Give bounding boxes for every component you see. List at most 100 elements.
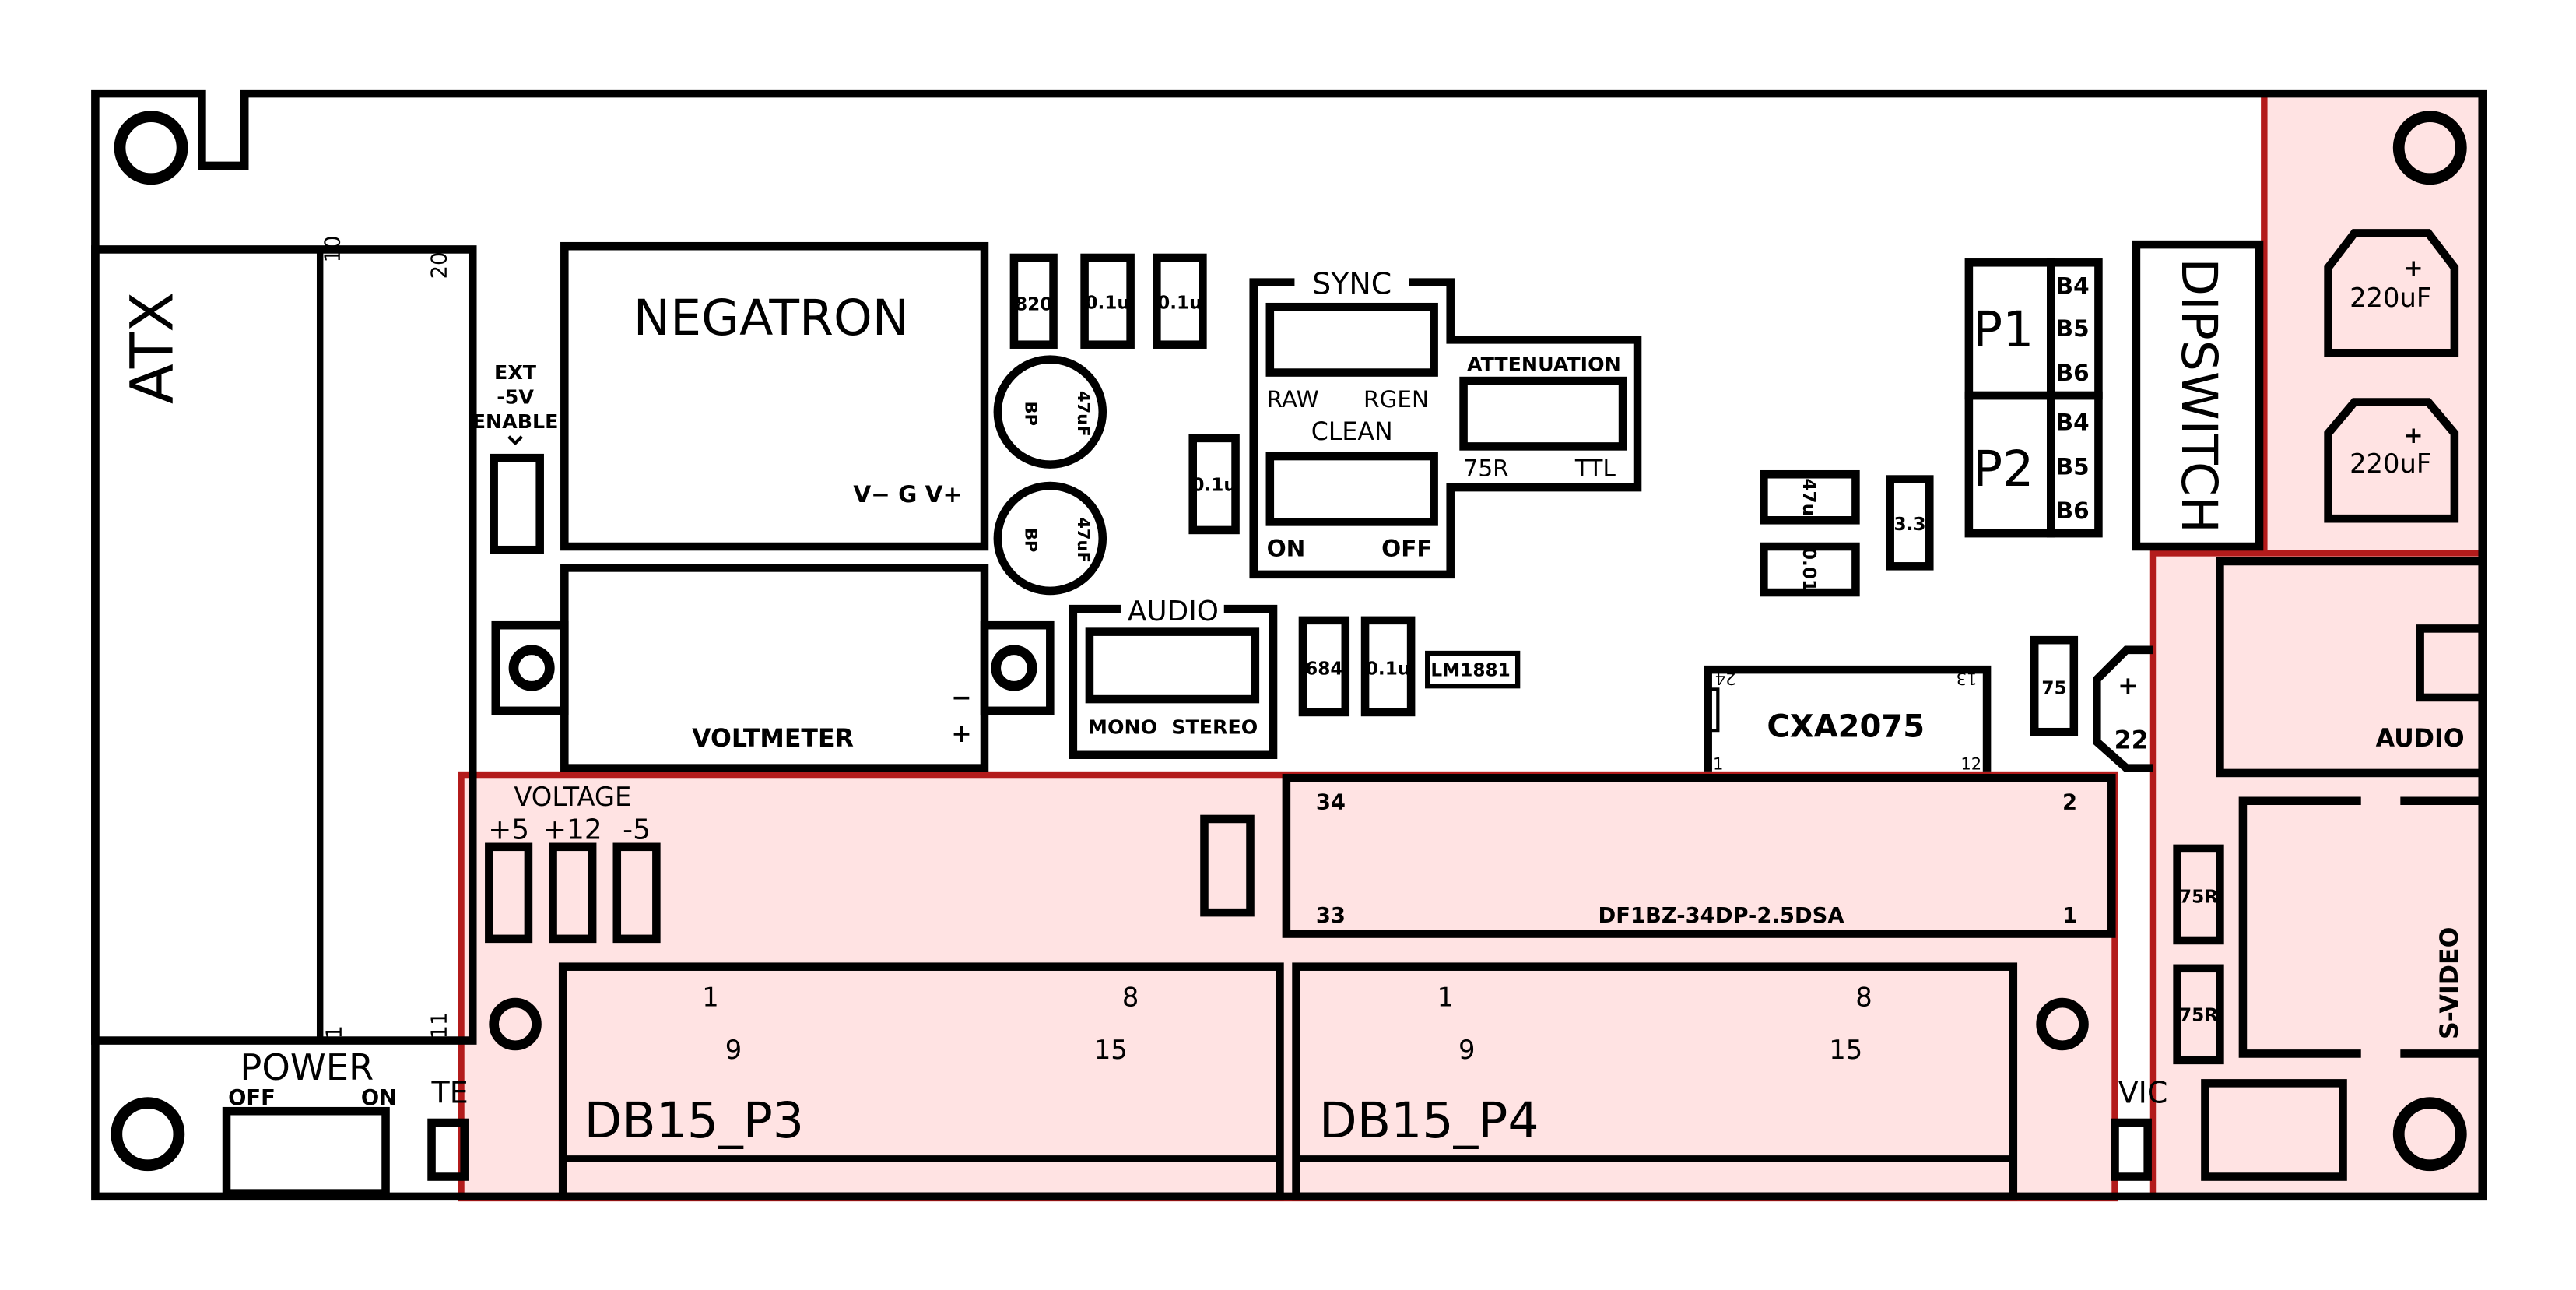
cap-0.1u-d-label: 0.1u <box>1366 658 1411 679</box>
ext-line3: ENABLE <box>472 410 559 433</box>
atx-label: ATX <box>118 292 186 404</box>
audio-switch <box>1085 627 1260 704</box>
db15-p3-label: DB15_P3 <box>584 1091 805 1149</box>
attenuation-switch <box>1459 376 1627 451</box>
voltage-plus12-label: +12 <box>543 814 602 845</box>
cxa2075-notch <box>1706 687 1720 733</box>
cap-22-plus: + <box>2118 673 2139 701</box>
voltmeter-minus: − <box>951 684 972 712</box>
df1bz-label: DF1BZ-34DP-2.5DSA <box>1598 904 1844 928</box>
cap-220uf-upper <box>2324 229 2459 357</box>
lm1881-label: LM1881 <box>1430 660 1510 681</box>
cap-0.1u-d <box>1360 616 1416 717</box>
db15-p4-pin9: 9 <box>1458 1035 1475 1065</box>
power-partial-label: TE <box>431 1076 469 1110</box>
sync-off-label: OFF <box>1381 536 1432 562</box>
right-upper-highlight-zone <box>2261 90 2486 557</box>
svideo-jack-right <box>2400 796 2483 1058</box>
mounting-hole-top-left <box>114 111 188 185</box>
voltage-minus5-led <box>612 842 661 944</box>
audio-jack-label: AUDIO <box>2376 725 2465 753</box>
p1-b6: B6 <box>2056 360 2090 386</box>
db15-p3-pin9: 9 <box>725 1035 742 1065</box>
voltage-plus5-label: +5 <box>488 814 529 845</box>
res-75-label: 75 <box>2041 678 2066 699</box>
cap-47uf-lower-label: 47uF <box>1074 517 1093 563</box>
df1bz-pin1: 1 <box>2062 904 2077 928</box>
cap-0.1u-a <box>1080 253 1135 349</box>
cap-0.01 <box>1760 542 1860 597</box>
df1bz-connector <box>1282 773 2116 938</box>
cap-0.01-label: 0.01 <box>1799 547 1820 592</box>
cap-47uf-bp-lower <box>993 481 1107 596</box>
power-off-label: OFF <box>228 1086 275 1110</box>
atx-pin-1: 1 <box>323 1025 347 1039</box>
p2-b5: B5 <box>2056 453 2090 480</box>
sync-rgen-label: RGEN <box>1363 386 1429 413</box>
svideo-res-75r-b <box>2173 964 2224 1065</box>
ext-chevron-icon <box>507 435 523 446</box>
audio-switch-title: AUDIO <box>1128 596 1219 627</box>
mounting-hole-bottom-left <box>111 1097 185 1172</box>
cap-47uf-bp-upper <box>993 355 1107 469</box>
vid-component <box>2111 1118 2152 1181</box>
cap-22-label: 22 <box>2114 726 2149 754</box>
db15-p4-label: DB15_P4 <box>1319 1091 1539 1149</box>
db15-p4-pin1: 1 <box>1437 982 1454 1012</box>
svideo-res-75r-a <box>2173 844 2224 945</box>
cap-bp-lower-label: BP <box>1022 528 1041 553</box>
audio-jack-socket <box>2416 624 2487 702</box>
sync-title: SYNC <box>1312 266 1392 301</box>
db15-p3-pin15: 15 <box>1094 1035 1128 1065</box>
p2-pins <box>2047 391 2103 538</box>
cxa2075-pin12: 12 <box>1960 754 1981 774</box>
cap-0.1u-b <box>1153 253 1207 349</box>
cap-47u-label: 47u <box>1799 478 1820 516</box>
cap-220uf-lower <box>2324 398 2459 523</box>
negatron-module <box>560 241 989 551</box>
p2-b4: B4 <box>2056 409 2090 435</box>
atx-pin-20: 20 <box>428 252 452 279</box>
power-on-label: ON <box>361 1086 397 1110</box>
res-75 <box>2030 635 2079 736</box>
power-label: POWER <box>240 1046 374 1088</box>
cap-0.1u-c-label: 0.1u <box>1191 474 1237 495</box>
sync-clean-label: CLEAN <box>1311 418 1393 446</box>
audio-mono-label: MONO <box>1088 715 1157 738</box>
cap-220uf-upper-label: 220uF <box>2350 283 2431 313</box>
cap-47u <box>1760 469 1860 525</box>
db15-p4-pin8: 8 <box>1855 982 1872 1012</box>
voltmeter-label: VOLTMETER <box>692 725 854 753</box>
db15-p3-pin1: 1 <box>702 982 718 1012</box>
db15-p4-connector <box>1292 962 2018 1201</box>
sync-on-label: ON <box>1267 536 1306 562</box>
power-switch <box>222 1106 390 1197</box>
small-component-center <box>1200 814 1255 917</box>
cap-0.1u-b-label: 0.1u <box>1157 292 1202 313</box>
cap-0.1u-a-label: 0.1u <box>1085 292 1130 313</box>
voltmeter-plus: + <box>951 720 972 748</box>
svideo-res-75r-b-label: 75R <box>2179 1004 2218 1025</box>
cap-0.1u-c <box>1188 434 1240 535</box>
dipswitch-label: DIPSWITCH <box>2171 258 2228 533</box>
df1bz-pin34: 34 <box>1316 790 1346 814</box>
cxa2075-pin1: 1 <box>1713 754 1723 774</box>
cap-220uf-lower-label: 220uF <box>2350 448 2431 479</box>
sync-outline <box>1249 278 1642 579</box>
voltage-minus5-label: -5 <box>623 814 651 845</box>
cap-684 <box>1298 616 1350 717</box>
dipswitch <box>2132 240 2264 551</box>
voltmeter-hole-right <box>991 645 1037 691</box>
sync-raw-rgen-switch <box>1265 302 1438 377</box>
lm1881-chip <box>1425 650 1521 689</box>
cap-820 <box>1009 253 1058 349</box>
audio-outline <box>1069 604 1278 760</box>
negatron-pins: V− G V+ <box>853 481 962 508</box>
cap-bp-upper-label: BP <box>1022 401 1041 426</box>
voltage-plus12-led <box>549 842 597 944</box>
ext-jumper <box>490 453 544 554</box>
cap-47uf-upper-label: 47uF <box>1074 391 1093 437</box>
attenuation-title: ATTENUATION <box>1467 353 1621 375</box>
voltmeter-hole-left <box>508 645 555 691</box>
db15-p4-pin15: 15 <box>1829 1035 1862 1065</box>
